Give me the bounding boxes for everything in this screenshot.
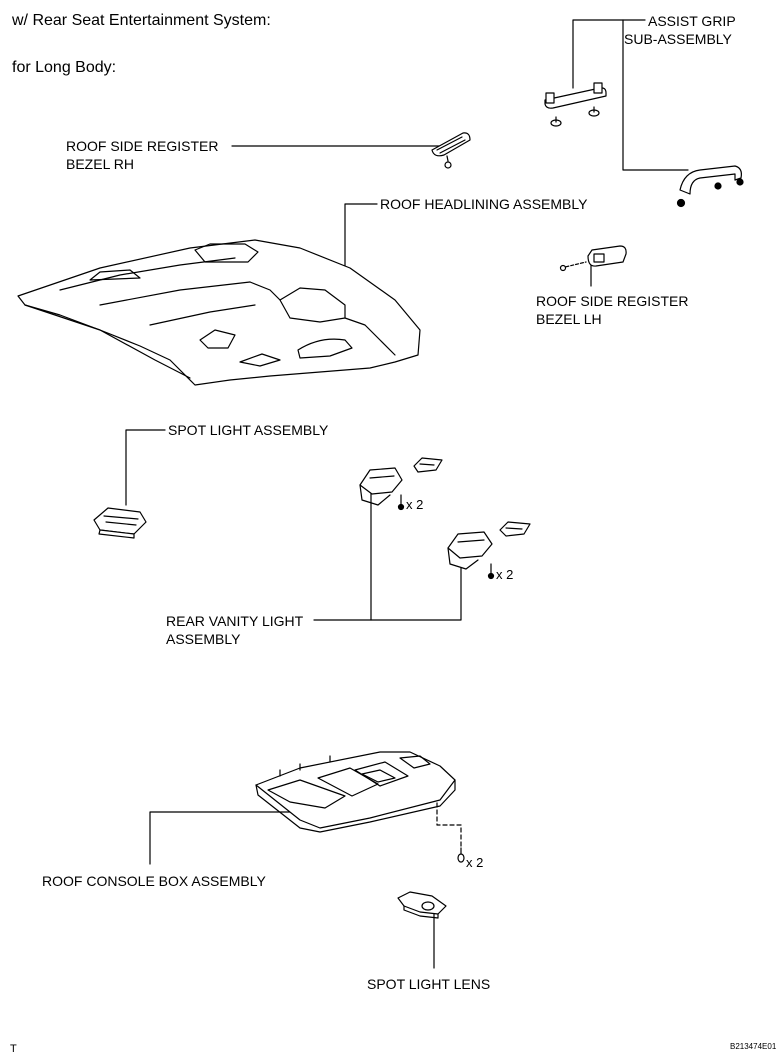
label-roof-side-register-lh-line-1: ROOF SIDE REGISTER [536,293,689,309]
label-spot-light-lens: SPOT LIGHT LENS [367,976,491,992]
corner-mark: T [10,1043,17,1055]
label-assist-grip-line-1: ASSIST GRIP [648,13,736,29]
header-line-2: for Long Body: [12,59,117,76]
assist-grip-lower [676,165,744,208]
label-roof-headlining: ROOF HEADLINING ASSEMBLY [380,196,588,212]
roof-side-register-lh-part [559,245,627,272]
header-line-1: w/ Rear Seat Entertainment System: [12,12,271,29]
spot-light-assembly-part [93,507,147,539]
rear-vanity-light-upper-part [359,457,443,511]
rear-vanity-light-lower-part [447,521,531,580]
figure-id: B213474E01 [730,1042,777,1051]
label-rear-vanity-light-line-1: REAR VANITY LIGHT [166,613,304,629]
label-qty-vanity-upper: x 2 [406,497,424,512]
label-assist-grip-line-2: SUB-ASSEMBLY [624,31,732,47]
spot-light-lens-part [397,891,447,919]
roof-side-register-rh-part [431,132,471,169]
label-roof-side-register-lh-line-2: BEZEL LH [536,311,602,327]
assist-grip-upper [544,82,607,127]
label-qty-vanity-lower: x 2 [496,567,514,582]
label-qty-console: x 2 [466,855,484,870]
label-roof-console-box: ROOF CONSOLE BOX ASSEMBLY [42,873,266,889]
label-roof-side-register-rh-line-2: BEZEL RH [66,156,134,172]
label-rear-vanity-light-line-2: ASSEMBLY [166,631,241,647]
roof-console-box-part [255,751,465,863]
label-spot-light-assembly: SPOT LIGHT ASSEMBLY [168,422,329,438]
label-roof-side-register-rh-line-1: ROOF SIDE REGISTER [66,138,219,154]
roof-headlining-part [17,239,421,386]
leader-lines [125,19,689,969]
